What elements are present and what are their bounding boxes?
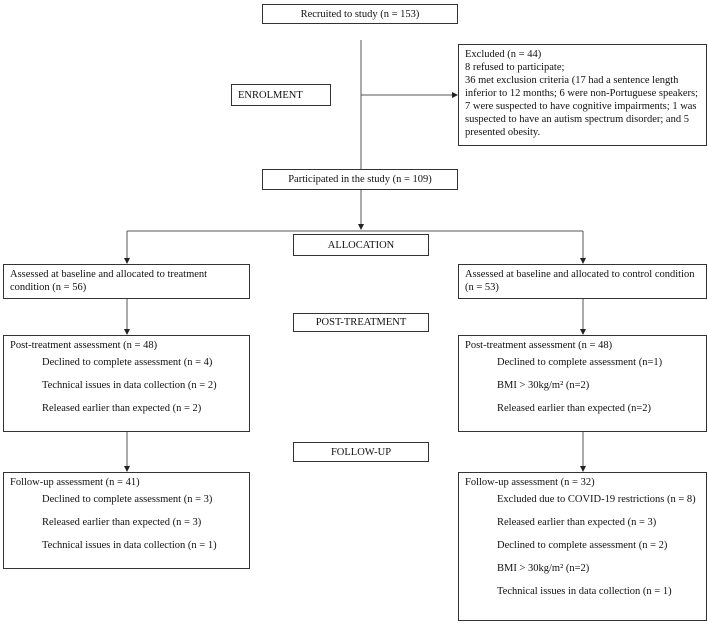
list-item: Technical issues in data collection (n =… — [42, 540, 217, 551]
allocation-label: ALLOCATION — [293, 234, 429, 256]
list-item: Declined to complete assessment (n = 2) — [497, 540, 668, 551]
excluded-line: 36 met exclusion criteria (17 had a sent… — [465, 75, 698, 138]
treatment-baseline-box: Assessed at baseline and allocated to tr… — [3, 264, 250, 299]
recruited-box: Recruited to study (n = 153) — [262, 4, 458, 24]
list-item: Declined to complete assessment (n=1) — [497, 357, 663, 368]
control-follow-box: Follow-up assessment (n = 32) Excluded d… — [458, 472, 707, 621]
excluded-box: Excluded (n = 44) 8 refused to participa… — [458, 44, 707, 146]
post-treatment-label: POST-TREATMENT — [293, 313, 429, 332]
list-item: Declined to complete assessment (n = 3) — [42, 494, 213, 505]
list-item: Technical issues in data collection (n =… — [497, 586, 672, 597]
list-item: BMI > 30kg/m² (n=2) — [497, 563, 590, 574]
list-item: BMI > 30kg/m² (n=2) — [497, 380, 590, 391]
excluded-line: 8 refused to participate; — [465, 62, 565, 73]
control-post-box: Post-treatment assessment (n = 48) Decli… — [458, 335, 707, 432]
box-title: Follow-up assessment (n = 32) — [465, 477, 595, 488]
list-item: Released earlier than expected (n=2) — [497, 403, 652, 414]
treatment-follow-box: Follow-up assessment (n = 41) Declined t… — [3, 472, 250, 569]
enrolment-label: ENROLMENT — [231, 84, 331, 106]
treatment-post-box: Post-treatment assessment (n = 48) Decli… — [3, 335, 250, 432]
box-title: Post-treatment assessment (n = 48) — [465, 340, 613, 351]
follow-up-label: FOLLOW-UP — [293, 442, 429, 462]
list-item: Declined to complete assessment (n = 4) — [42, 357, 213, 368]
control-baseline-box: Assessed at baseline and allocated to co… — [458, 264, 707, 299]
excluded-title: Excluded (n = 44) — [465, 49, 542, 60]
list-item: Excluded due to COVID-19 restrictions (n… — [497, 494, 696, 505]
list-item: Released earlier than expected (n = 3) — [42, 517, 202, 528]
list-item: Released earlier than expected (n = 3) — [497, 517, 657, 528]
list-item: Technical issues in data collection (n =… — [42, 380, 217, 391]
list-item: Released earlier than expected (n = 2) — [42, 403, 202, 414]
participated-box: Participated in the study (n = 109) — [262, 169, 458, 190]
box-title: Follow-up assessment (n = 41) — [10, 477, 140, 488]
box-title: Post-treatment assessment (n = 48) — [10, 340, 158, 351]
